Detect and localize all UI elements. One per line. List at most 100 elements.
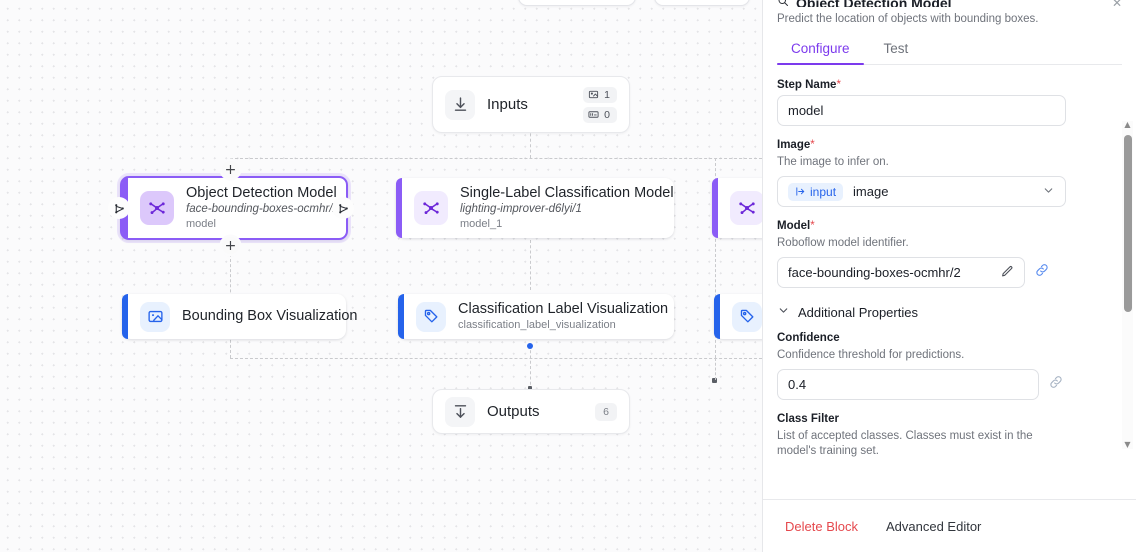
field-step-name: Step Name* model xyxy=(777,79,1122,126)
confidence-input-row: 0.4 xyxy=(777,369,1122,400)
inputs-image-count: 1 xyxy=(604,88,610,101)
node-text: Object Detection Model face-bounding-box… xyxy=(186,184,339,232)
connector-line xyxy=(715,358,716,380)
link-icon[interactable] xyxy=(1048,374,1064,395)
node-title: Classification Label Visualization xyxy=(458,300,669,317)
node-accent-bar xyxy=(396,178,402,238)
confidence-hint: Confidence threshold for predictions. xyxy=(777,349,965,361)
node-title: Object Detection Model xyxy=(186,184,337,201)
model-label: Model* xyxy=(777,220,1122,232)
image-label: Image* xyxy=(777,139,1122,151)
panel-body[interactable]: Step Name* model Image* The image to inf… xyxy=(763,65,1136,500)
inputs-label: Inputs xyxy=(487,96,528,113)
node-object-detection-model[interactable]: Object Detection Model face-bounding-box… xyxy=(120,176,348,240)
field-model: Model* Roboflow model identifier. face-b… xyxy=(777,220,1122,288)
model-input[interactable]: face-bounding-boxes-ocmhr/2 xyxy=(777,257,1025,288)
scroll-up-arrow-icon[interactable]: ▲ xyxy=(1124,120,1131,129)
node-model-clipped[interactable] xyxy=(712,178,762,238)
panel-title-row: Object Detection Model ✕ xyxy=(777,0,1122,7)
image-frame-icon xyxy=(140,301,170,332)
outputs-count-badge: 6 xyxy=(595,402,617,421)
node-step-name: model_1 xyxy=(460,217,503,230)
close-icon[interactable]: ✕ xyxy=(1111,0,1122,7)
workflow-canvas[interactable]: Inputs 1 0 xyxy=(0,0,762,552)
node-visualization-clipped[interactable] xyxy=(714,294,762,339)
panel-scrollbar[interactable]: ▲ ▼ xyxy=(1122,121,1133,449)
outputs-label: Outputs xyxy=(487,403,540,420)
node-bounding-box-visualization[interactable]: Bounding Box Visualization xyxy=(122,294,357,339)
connector-line xyxy=(530,345,531,390)
delete-block-button[interactable]: Delete Block xyxy=(785,518,858,534)
node-model-id: face-bounding-boxes-ocmhr/2 xyxy=(186,202,339,215)
inputs-node[interactable]: Inputs 1 0 xyxy=(432,76,630,133)
outputs-node[interactable]: Outputs 6 xyxy=(432,389,630,434)
chevron-down-icon xyxy=(1042,184,1055,200)
inputs-image-badge: 1 xyxy=(583,86,617,103)
node-input-handle[interactable] xyxy=(108,197,130,219)
node-output-handle[interactable] xyxy=(332,197,354,219)
field-confidence: Confidence Confidence threshold for pred… xyxy=(777,332,1122,400)
required-marker: * xyxy=(836,79,841,91)
image-hint: The image to infer on. xyxy=(777,156,889,168)
node-step-name: model xyxy=(186,217,216,230)
field-image: Image* The image to infer on. input imag… xyxy=(777,139,1122,207)
node-classification-label-visualization[interactable]: Classification Label Visualization class… xyxy=(398,294,674,339)
confidence-label: Confidence xyxy=(777,332,840,344)
tab-test[interactable]: Test xyxy=(883,41,909,56)
panel-title: Object Detection Model xyxy=(796,0,952,7)
node-text: Bounding Box Visualization xyxy=(182,308,357,325)
connector-line xyxy=(530,240,531,290)
plus-glyph: + xyxy=(224,161,237,178)
tab-configure[interactable]: Configure xyxy=(777,35,864,65)
add-node-above-button[interactable]: + xyxy=(222,161,239,178)
link-icon[interactable] xyxy=(1034,262,1050,283)
input-chip-label: input xyxy=(810,184,837,199)
add-node-below-button[interactable]: + xyxy=(222,237,239,254)
inputs-param-count: 0 xyxy=(604,108,610,121)
block-config-panel: Object Detection Model ✕ Predict the loc… xyxy=(762,0,1136,552)
node-model-id: lighting-improver-d6lyi/1 xyxy=(460,202,582,215)
model-graph-icon xyxy=(140,191,174,225)
connector-line xyxy=(715,158,716,358)
image-label-text: Image xyxy=(777,139,811,151)
confidence-input[interactable]: 0.4 xyxy=(777,369,1039,400)
node-accent-bar xyxy=(714,294,720,339)
class-filter-label: Class Filter xyxy=(777,413,839,425)
image-select-value: image xyxy=(853,184,889,199)
tag-icon xyxy=(416,301,446,332)
scrollbar-thumb[interactable] xyxy=(1123,135,1132,312)
model-input-row: face-bounding-boxes-ocmhr/2 xyxy=(777,257,1122,288)
canvas-toolbar-button[interactable] xyxy=(654,0,750,6)
search-model-icon xyxy=(777,0,789,7)
step-name-label: Step Name* xyxy=(777,79,1122,91)
step-name-label-text: Step Name xyxy=(777,79,837,91)
model-graph-icon xyxy=(730,191,762,225)
tag-icon xyxy=(732,301,762,332)
node-single-label-classification-model[interactable]: Single-Label Classification Model lighti… xyxy=(396,178,674,238)
upload-arrow-icon xyxy=(445,396,475,427)
node-accent-bar xyxy=(712,178,718,238)
inputs-param-badge: 0 xyxy=(583,106,617,123)
node-title: Single-Label Classification Model xyxy=(460,184,674,201)
node-step-name: classification_label_visualization xyxy=(458,318,616,331)
canvas-toolbar-button[interactable] xyxy=(518,0,636,6)
scroll-down-arrow-icon[interactable]: ▼ xyxy=(1124,440,1131,449)
connector-line xyxy=(230,158,231,358)
connector-endpoint xyxy=(528,386,532,391)
node-accent-bar xyxy=(398,294,404,339)
image-select[interactable]: input image xyxy=(777,176,1066,207)
panel-footer: Delete Block Advanced Editor xyxy=(763,500,1136,552)
additional-properties-toggle[interactable]: Additional Properties xyxy=(777,304,1122,320)
step-name-input[interactable]: model xyxy=(777,95,1066,126)
class-filter-hint: List of accepted classes. Classes must e… xyxy=(777,430,1033,457)
required-marker: * xyxy=(810,139,815,151)
connector-line xyxy=(530,128,531,158)
model-graph-icon xyxy=(414,191,448,225)
plus-glyph: + xyxy=(224,237,237,254)
panel-description: Predict the location of objects with bou… xyxy=(777,13,1039,25)
download-arrow-icon xyxy=(445,89,475,120)
pencil-icon[interactable] xyxy=(1001,265,1014,281)
advanced-editor-button[interactable]: Advanced Editor xyxy=(885,518,982,534)
node-text: Classification Label Visualization class… xyxy=(458,300,669,333)
